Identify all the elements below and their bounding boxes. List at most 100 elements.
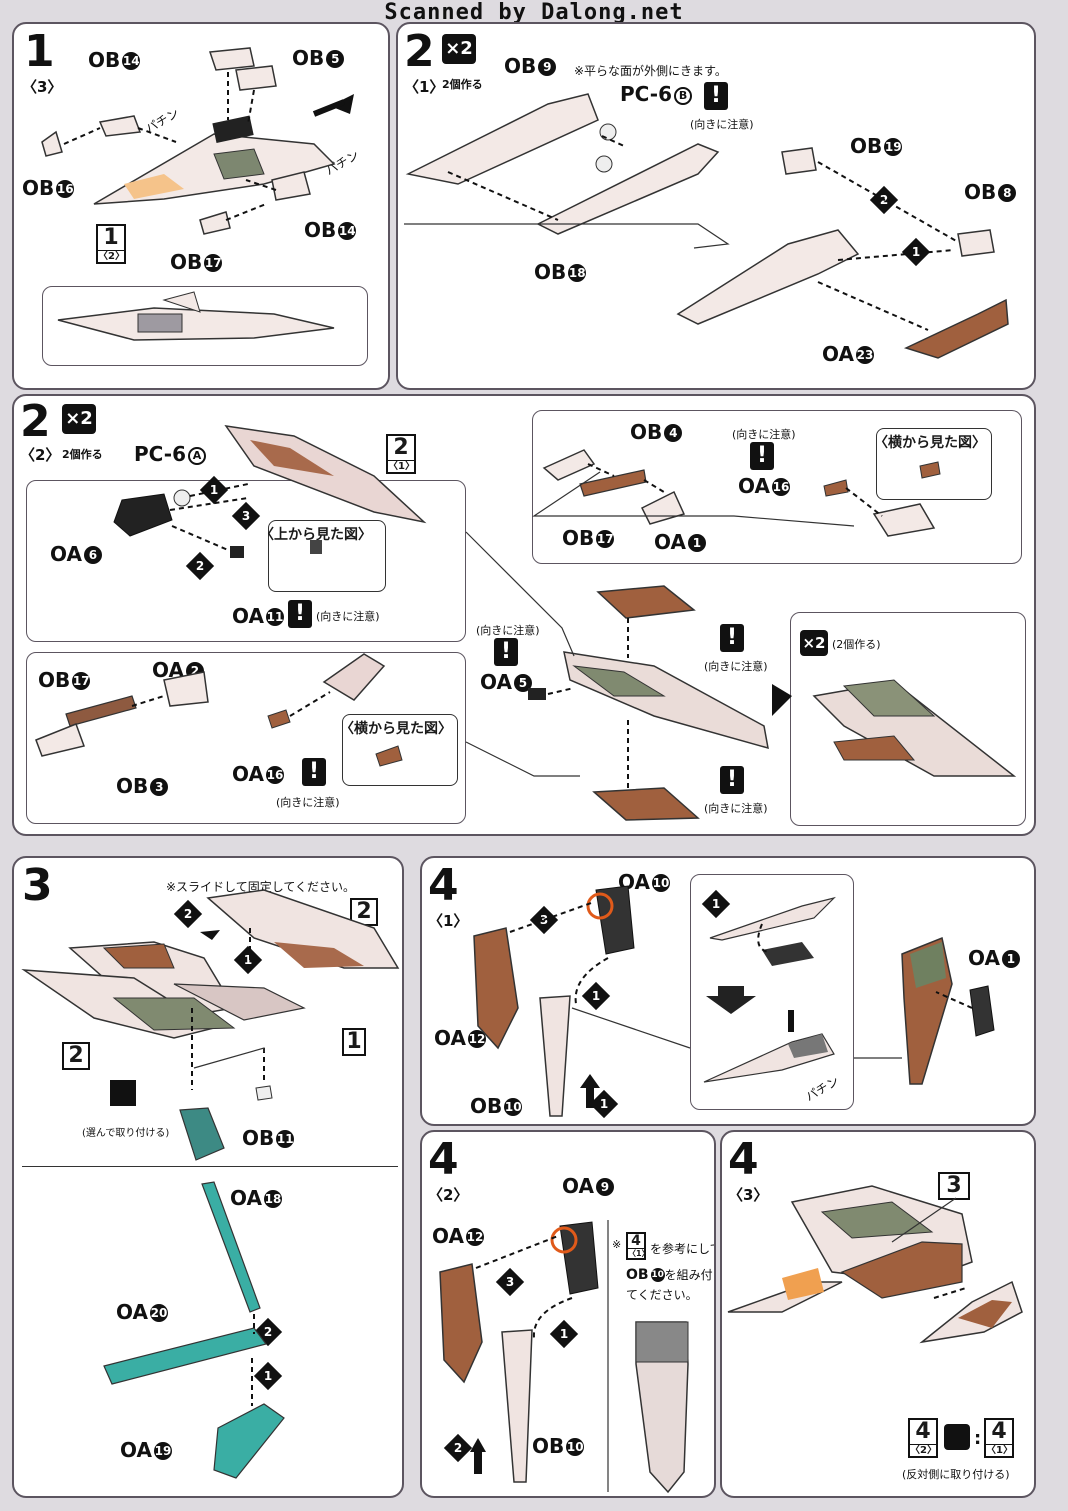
reference-box: 1〈2〉 <box>96 224 126 264</box>
make-two-caption: (2個作る) <box>832 638 881 651</box>
reference-box: 4〈2〉 <box>908 1418 938 1458</box>
multiplier-badge: ×2 <box>442 34 476 64</box>
reference-box: 4〈1〉 <box>984 1418 1014 1458</box>
make-two-caption: 2個作る <box>442 78 483 91</box>
step-4-3-panel: 4 〈3〉 3 4〈2〉 : 4〈1〉 (反対側に取り付ける) <box>720 1130 1036 1498</box>
orientation-note: (向きに注意) <box>732 428 796 441</box>
assembly-note: ※平らな面が外側にきます。 <box>574 64 727 78</box>
step-sub-number: 〈3〉 <box>728 1186 769 1204</box>
step-sub-number: 〈1〉 <box>428 912 469 930</box>
swap-separator: : <box>974 1428 982 1449</box>
step-4-1-illustration <box>473 885 995 1117</box>
side-view-box <box>342 714 458 786</box>
caution-icon: ! <box>494 638 518 666</box>
step-number: 4 <box>428 860 459 911</box>
step-2-1-illustration <box>404 93 1009 359</box>
step-3-illustration <box>21 889 400 1479</box>
step-number: 1 <box>24 26 55 77</box>
caution-icon: ! <box>288 600 312 628</box>
make-two-caption: 2個作る <box>62 448 103 461</box>
multiplier-badge: ×2 <box>62 404 96 434</box>
reference-box: 3 <box>938 1172 970 1200</box>
step-4-3-illustration <box>727 1185 1023 1344</box>
step-sub-number: 〈2〉 <box>428 1186 469 1204</box>
step-4-2-illustration <box>439 1220 689 1494</box>
choose-attach-icon <box>110 1080 136 1106</box>
step-number: 4 <box>428 1134 459 1185</box>
caution-icon: ! <box>704 82 728 110</box>
top-view-box <box>268 520 386 592</box>
side-view-title: 〈横から見た図〉 <box>340 721 452 737</box>
orientation-note: (向きに注意) <box>476 624 540 637</box>
attach-opposite-caption: (反対側に取り付ける) <box>902 1468 1010 1481</box>
orientation-note: (向きに注意) <box>316 610 380 623</box>
step-number: 2 <box>20 396 51 447</box>
assembly-note: ※スライドして固定してください。 <box>166 880 355 894</box>
multiplier-badge: ×2 <box>800 630 828 656</box>
choose-attach-caption: (選んで取り付ける) <box>82 1128 170 1139</box>
caution-icon: ! <box>750 442 774 470</box>
top-view-title: 〈上から見た図〉 <box>260 527 372 543</box>
orientation-note: (向きに注意) <box>690 118 754 131</box>
side-view-title: 〈横から見た図〉 <box>874 435 986 451</box>
step-1-illustration <box>41 47 354 341</box>
reference-box: 2〈1〉 <box>386 434 416 474</box>
reference-note-line3: てください。 <box>626 1288 698 1302</box>
reference-box: 4〈1〉 <box>626 1232 650 1260</box>
reference-box: 2 <box>62 1042 90 1070</box>
watermark: Scanned by Dalong.net <box>384 0 684 25</box>
reference-note-text: を参考にして <box>650 1242 716 1256</box>
step-sub-number: 〈1〉 <box>404 78 445 96</box>
caution-icon: ! <box>302 758 326 786</box>
step-number: 2 <box>404 26 435 77</box>
orientation-note: (向きに注意) <box>276 796 340 809</box>
step-number: 3 <box>22 860 53 911</box>
step-number: 4 <box>728 1134 759 1185</box>
orientation-note: (向きに注意) <box>704 660 768 673</box>
caution-icon: ! <box>720 766 744 794</box>
step-sub-number: 〈3〉 <box>22 78 63 96</box>
reference-box: 1 <box>342 1028 366 1056</box>
caution-icon: ! <box>720 624 744 652</box>
swap-icon <box>944 1424 970 1450</box>
step-2-2-illustration <box>35 425 1017 821</box>
